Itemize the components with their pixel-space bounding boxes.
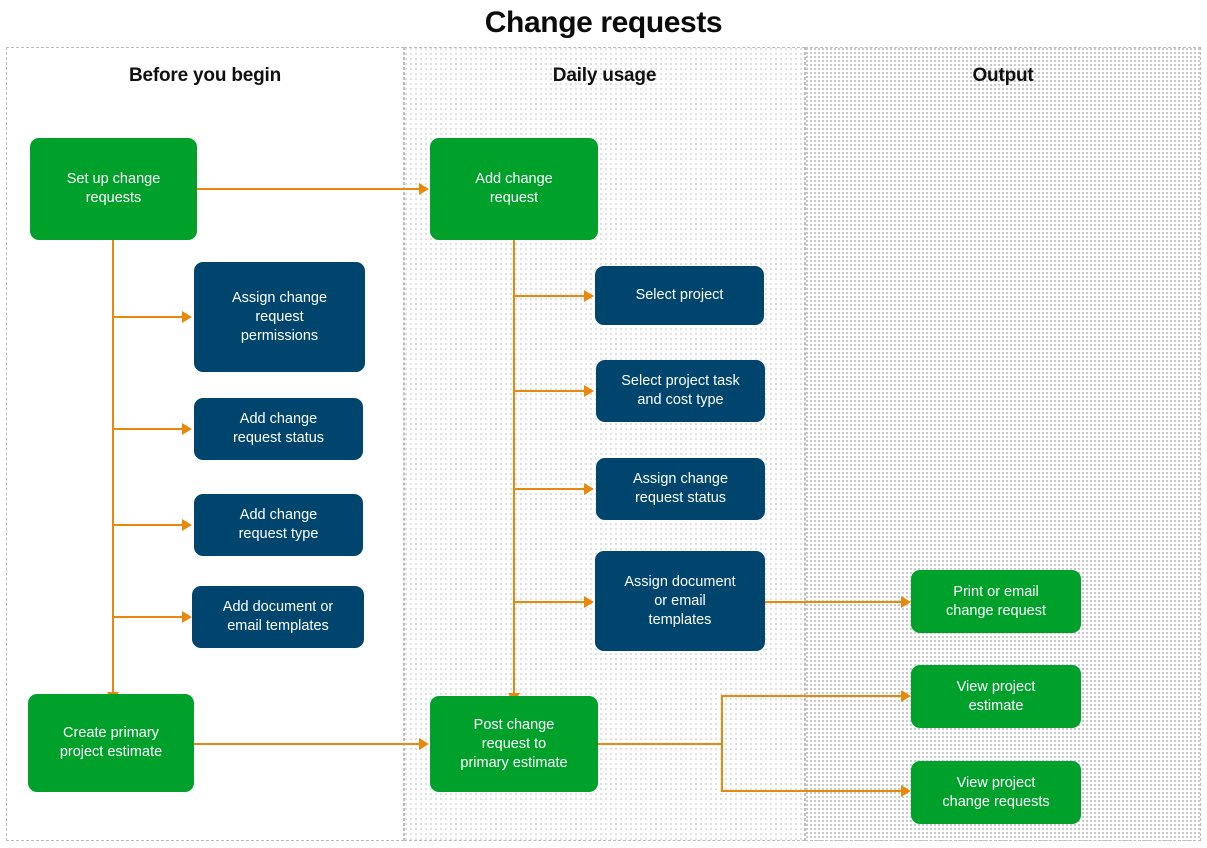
node-view-project-estimate[interactable]: View project estimate	[911, 665, 1081, 728]
connector-arrow-view-estimate	[901, 690, 911, 702]
connector-arrow-assign-status	[584, 483, 594, 495]
connector-arrow-type	[182, 519, 192, 531]
connector-arrow-view-change-requests	[901, 785, 911, 797]
connector-arrow-add-change-request	[419, 183, 429, 195]
connector-arrow-print-email	[901, 596, 911, 608]
node-view-project-change-requests[interactable]: View project change requests	[911, 761, 1081, 824]
node-select-project-task-and-cost-type[interactable]: Select project task and cost type	[596, 360, 765, 422]
connector-post-change-out	[598, 743, 723, 745]
connector-setup-trunk	[112, 240, 114, 703]
connector-add-change-to-task-cost	[513, 390, 585, 392]
connector-setup-to-templates	[112, 616, 184, 618]
connector-arrow-select-project	[584, 290, 594, 302]
node-add-document-or-email-templates[interactable]: Add document or email templates	[192, 586, 364, 648]
connector-arrow-status	[182, 423, 192, 435]
lane-title-before-you-begin: Before you begin	[129, 65, 281, 86]
node-select-project[interactable]: Select project	[595, 266, 764, 325]
node-add-change-request[interactable]: Add change request	[430, 138, 598, 240]
node-assign-document-or-email-templates[interactable]: Assign document or email templates	[595, 551, 765, 651]
connector-arrow-templates	[182, 611, 192, 623]
node-assign-change-request-permissions[interactable]: Assign change request permissions	[194, 262, 365, 372]
connector-arrow-task-cost	[584, 385, 594, 397]
node-create-primary-project-estimate[interactable]: Create primary project estimate	[28, 694, 194, 792]
connector-add-change-to-assign-templates	[513, 601, 585, 603]
connector-setup-to-status	[112, 428, 184, 430]
connector-branch-to-view-change-requests	[721, 790, 904, 792]
connector-post-change-branch-vertical	[721, 696, 723, 792]
node-add-change-request-status[interactable]: Add change request status	[194, 398, 363, 460]
connector-setup-to-permissions	[112, 316, 184, 318]
page-title: Change requests	[484, 6, 723, 39]
connector-setup-to-add-change-request	[197, 188, 421, 190]
node-post-change-request-to-primary-estimate[interactable]: Post change request to primary estimate	[430, 696, 598, 792]
connector-arrow-post-change	[419, 738, 429, 750]
node-print-or-email-change-request[interactable]: Print or email change request	[911, 570, 1081, 633]
connector-add-change-to-assign-status	[513, 488, 585, 490]
lane-title-output: Output	[972, 65, 1034, 86]
node-set-up-change-requests[interactable]: Set up change requests	[30, 138, 197, 240]
lane-title-daily-usage: Daily usage	[552, 65, 657, 86]
connector-assign-templates-to-print-email	[765, 601, 904, 603]
lane-output: Output	[805, 47, 1201, 841]
node-assign-change-request-status[interactable]: Assign change request status	[596, 458, 765, 520]
connector-create-estimate-to-post-change	[194, 743, 421, 745]
connector-setup-to-type	[112, 524, 184, 526]
connector-add-change-to-select-project	[513, 295, 585, 297]
connector-branch-to-view-estimate	[721, 695, 904, 697]
connector-arrow-permissions	[182, 311, 192, 323]
connector-arrow-assign-templates	[584, 596, 594, 608]
connector-add-change-trunk	[513, 240, 515, 704]
node-add-change-request-type[interactable]: Add change request type	[194, 494, 363, 556]
